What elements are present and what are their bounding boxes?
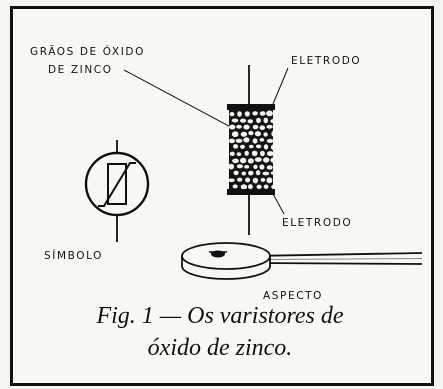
oxide-grain <box>248 144 254 149</box>
oxide-grain <box>244 150 249 156</box>
oxide-grain <box>260 150 265 157</box>
oxide-grain <box>256 184 262 189</box>
disc-varistor-illustration <box>181 242 423 280</box>
oxide-grain <box>245 177 251 183</box>
electrode-bottom-label: ELETRODO <box>282 217 352 229</box>
grains-leader-line <box>123 69 241 133</box>
oxide-grain <box>237 177 243 182</box>
oxide-grain <box>256 117 261 124</box>
electrode-top-leader <box>272 67 289 105</box>
oxide-grain <box>263 184 269 189</box>
oxide-grain <box>266 124 273 129</box>
oxide-grain <box>241 171 247 176</box>
oxide-grain <box>229 178 235 183</box>
oxide-grain <box>240 118 247 123</box>
oxide-grain <box>236 164 243 169</box>
oxide-grain <box>259 164 265 170</box>
oxide-grain <box>266 177 273 184</box>
oxide-grain <box>259 138 265 142</box>
oxide-grain <box>244 165 250 169</box>
oxide-grain <box>255 170 261 176</box>
oxide-grain <box>252 124 259 130</box>
oxide-grain <box>247 119 254 124</box>
grains-label-line1: GRÃOS DE ÓXIDO <box>30 45 145 58</box>
oxide-grain <box>254 131 261 137</box>
aspect-label: ASPECTO <box>263 290 323 302</box>
oxide-grain <box>266 138 273 143</box>
oxide-grain <box>266 110 273 117</box>
oxide-grain <box>232 184 238 189</box>
oxide-grain <box>270 144 273 151</box>
oxide-grain <box>262 171 270 176</box>
symbol-label: SÍMBOLO <box>44 249 103 262</box>
oxide-grain <box>248 130 254 136</box>
grains-label-line2: DE ZINCO <box>48 64 113 76</box>
oxide-grain <box>270 119 273 124</box>
oxide-grain <box>232 158 239 164</box>
oxide-grain <box>229 138 235 144</box>
oxide-grain <box>247 158 254 164</box>
oxide-grain <box>236 124 242 129</box>
figure-caption-line1: Fig. 1 — Os varistores de <box>96 303 344 329</box>
bottom-electrode-plate <box>227 189 275 195</box>
oxide-grain <box>260 177 266 182</box>
oxide-grain <box>233 170 239 176</box>
oxide-grain <box>243 137 250 143</box>
oxide-grain <box>229 124 236 130</box>
oxide-grain <box>229 163 235 170</box>
oxide-grain <box>253 164 258 169</box>
oxide-grain <box>266 151 273 157</box>
oxide-grain <box>254 157 262 163</box>
oxide-grain <box>248 184 253 190</box>
top-electrode-plate <box>227 104 275 110</box>
oxide-grain <box>240 144 245 149</box>
zinc-oxide-grains <box>229 110 273 190</box>
oxide-grain <box>244 111 250 117</box>
oxide-grain <box>240 157 247 164</box>
oxide-grain <box>259 125 266 130</box>
oxide-grain <box>252 138 258 144</box>
oxide-grain <box>271 130 273 137</box>
oxide-grain <box>240 131 248 137</box>
oxide-grain <box>263 157 270 163</box>
oxide-grain <box>233 144 239 149</box>
oxide-grain <box>231 131 239 138</box>
figure-frame <box>10 6 434 386</box>
varistor-symbol <box>84 140 150 242</box>
oxide-grain <box>270 171 273 175</box>
oxide-grain <box>240 184 248 190</box>
oxide-grain <box>251 150 258 157</box>
oxide-grain <box>235 138 243 143</box>
oxide-grain <box>252 177 259 184</box>
oxide-grain <box>252 111 258 116</box>
oxide-grain <box>248 170 254 176</box>
figure-caption-line2: óxido de zinco. <box>147 335 293 361</box>
oxide-grain <box>243 124 250 130</box>
oxide-grain <box>236 152 242 157</box>
oxide-grain <box>263 117 269 124</box>
electrode-bottom-leader <box>271 191 285 215</box>
oxide-grain <box>231 118 239 123</box>
oxide-grain <box>229 112 235 117</box>
oxide-grain <box>266 165 273 170</box>
electrode-top-label: ELETRODO <box>291 55 361 67</box>
oxide-grain <box>229 151 235 156</box>
oxide-grain <box>237 111 242 117</box>
oxide-grain <box>263 144 269 150</box>
oxide-grain <box>255 144 262 149</box>
zinc-oxide-block <box>229 110 273 190</box>
oxide-grain <box>259 111 266 116</box>
oxide-grain <box>271 184 273 190</box>
oxide-grain <box>263 132 268 137</box>
oxide-grain <box>270 157 273 163</box>
